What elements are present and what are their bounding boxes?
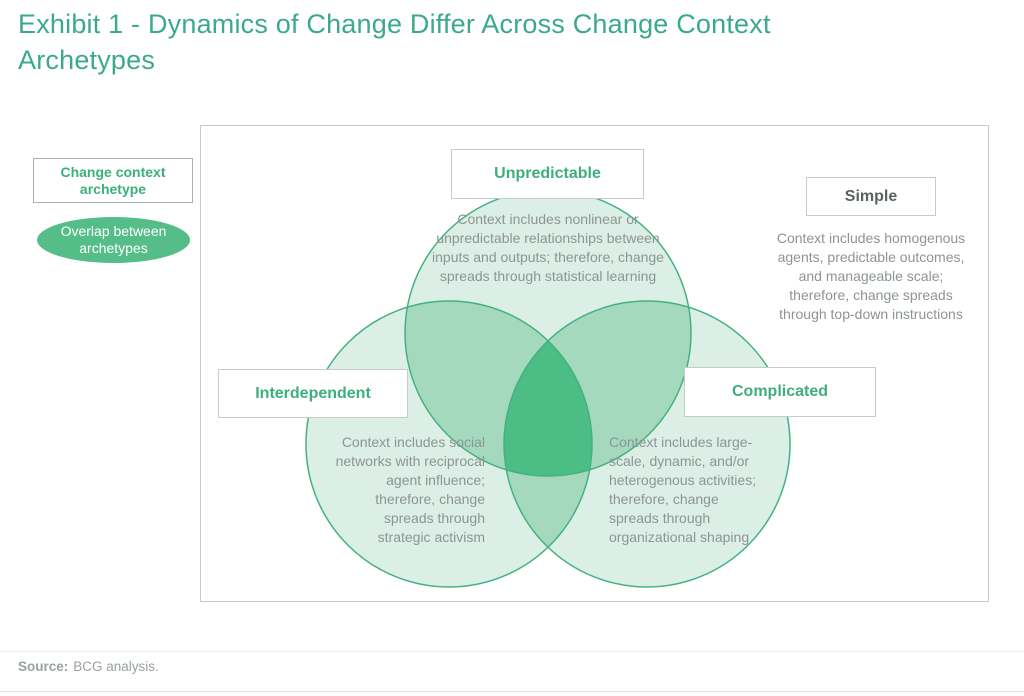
legend-overlap-label: Overlap between archetypes <box>60 223 167 256</box>
footer-divider-top <box>0 651 1024 652</box>
description-complicated: Context includes large-scale, dynamic, a… <box>609 434 757 545</box>
archetype-label-unpredictable-text: Unpredictable <box>494 165 601 182</box>
source-label: Source: <box>18 659 69 674</box>
venn-outline-complicated <box>503 300 791 588</box>
description-interdependent: Context includes social networks with re… <box>335 434 485 545</box>
exhibit-title: Exhibit 1 - Dynamics of Change Differ Ac… <box>18 9 771 75</box>
footer-divider-bottom <box>0 691 1024 692</box>
description-unpredictable: Context includes nonlinear or unpredicta… <box>432 211 664 284</box>
archetype-label-interdependent-text: Interdependent <box>255 384 371 402</box>
archetype-label-complicated: Complicated <box>684 367 876 417</box>
archetype-label-complicated-text: Complicated <box>731 383 828 400</box>
legend-archetype-label: Change context archetype <box>60 163 166 197</box>
archetype-label-simple-text: Simple <box>844 187 898 205</box>
venn-outline-interdependent <box>305 300 593 588</box>
legend-overlap-ellipse: Overlap between archetypes <box>37 217 190 263</box>
exhibit-frame: Unpredictable Simple Interdependent Comp… <box>200 125 989 602</box>
legend-archetype-box: Change context archetype <box>33 158 193 203</box>
archetype-label-interdependent: Interdependent <box>218 369 408 418</box>
archetype-label-unpredictable: Unpredictable <box>451 149 644 199</box>
description-simple: Context includes homogenous agents, pred… <box>776 230 966 322</box>
archetype-label-simple: Simple <box>806 177 936 216</box>
source-text: BCG analysis. <box>73 659 159 674</box>
source-line: Source: BCG analysis. <box>18 659 159 674</box>
